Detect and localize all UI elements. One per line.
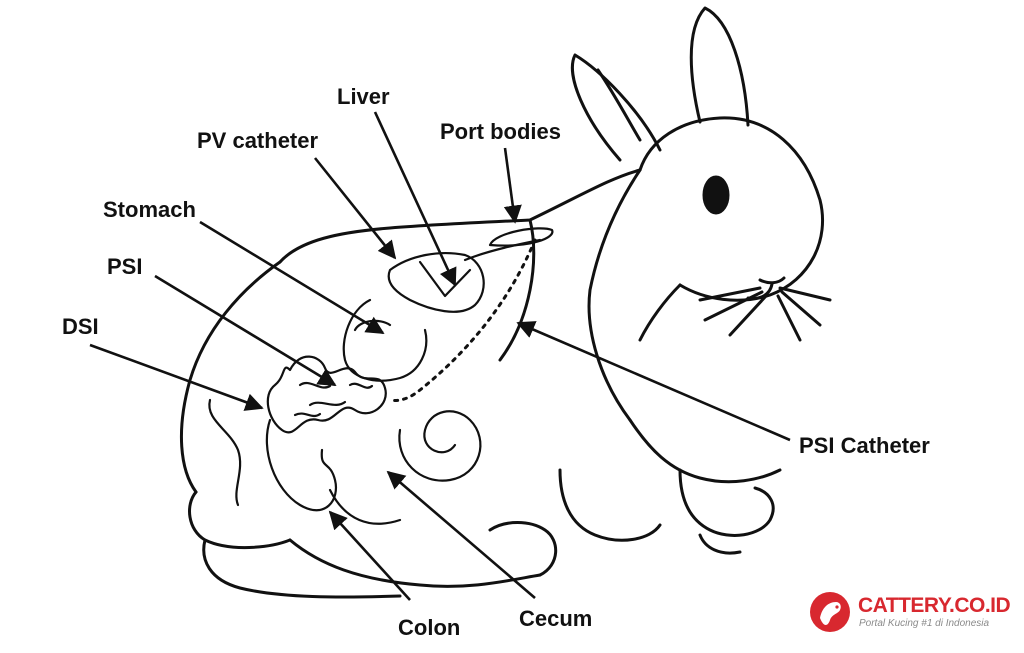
arrow-liver [373,111,457,287]
arrow-cecum [386,470,536,599]
watermark-tagline: Portal Kucing #1 di Indonesia [859,618,990,629]
label-cecum: Cecum [519,606,593,631]
label-stomach: Stomach [103,197,196,222]
cat-logo-icon [810,592,850,632]
rabbit-outline [180,6,832,599]
label-colon: Colon [398,615,461,640]
arrow-colon [328,510,411,601]
internal-organs [208,227,554,525]
arrow-psi [154,274,337,387]
label-liver: Liver [337,84,390,109]
arrow-pv-catheter [313,157,397,260]
label-dsi: DSI [62,314,99,339]
arrow-dsi [89,343,264,411]
watermark: CATTERY.CO.ID Portal Kucing #1 di Indone… [806,588,1011,638]
leader-arrows [89,111,791,601]
label-pv-catheter: PV catheter [197,128,319,153]
arrow-stomach [199,220,385,335]
arrow-port-bodies [503,147,522,224]
label-psi-catheter: PSI Catheter [799,433,930,458]
label-port-bodies: Port bodies [440,119,562,144]
label-psi: PSI [107,254,143,279]
watermark-brand: CATTERY.CO.ID [858,594,1011,617]
arrow-psi-catheter [516,321,791,442]
